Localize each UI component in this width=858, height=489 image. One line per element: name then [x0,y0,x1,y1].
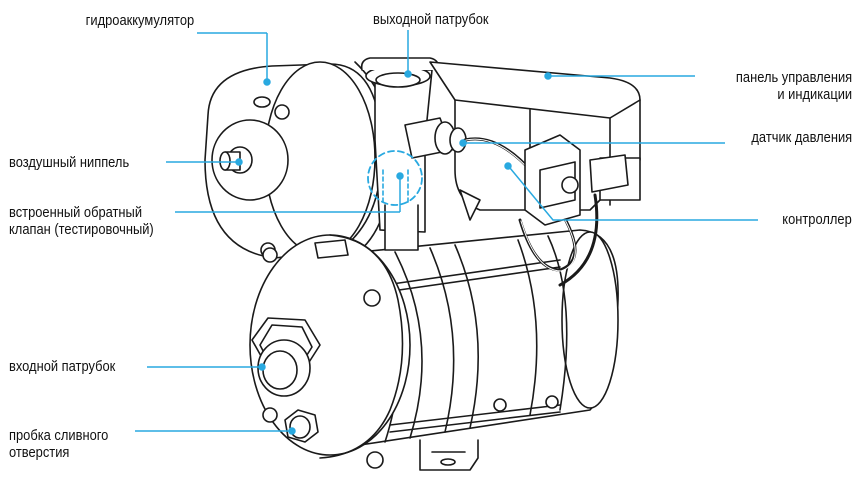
inlet-port-icon [251,317,321,397]
label-check-valve-line2: клапан (тестировочный) [9,221,154,238]
label-check-valve: встроенный обратный клапан (тестировочны… [9,204,154,238]
label-pressure-sensor: датчик давления [751,129,852,146]
leader-dot-air-nipple [235,158,243,166]
label-drain-plug-line2: отверстия [9,444,70,461]
label-inlet: входной патрубок [9,358,116,375]
label-control-panel-line2: и индикации [777,86,852,103]
accumulator-tank-icon [204,61,393,259]
label-control-panel-line1: панель управления [735,69,852,86]
label-controller: контроллер [782,211,852,228]
pressure-sensor-icon [404,117,577,272]
leader-dot-drain-plug [288,427,296,435]
leader-controller [509,167,758,221]
check-valve-highlight [367,150,423,206]
leader-dot-accumulator [263,78,271,86]
label-control-panel: панель управления и индикации [736,69,852,103]
label-accumulator: гидроаккумулятор [85,12,194,29]
leader-dot-check-valve [396,172,404,180]
check-valve-inner [382,169,409,206]
leader-dot-outlet [404,70,412,78]
leader-dot-inlet [258,363,266,371]
label-outlet: выходной патрубок [373,11,489,28]
leader-dot-controller [504,162,512,170]
base-foot-icon [419,439,479,471]
label-drain-plug: пробка сливного отверстия [9,427,108,461]
label-air-nipple: воздушный ниппель [9,154,130,171]
label-check-valve-line1: встроенный обратный [9,204,143,221]
leader-dot-pressure-sensor [459,139,467,147]
pump-housing-icon [249,234,411,469]
label-drain-plug-line1: пробка сливного [9,427,109,444]
leader-dot-control-panel [544,72,552,80]
